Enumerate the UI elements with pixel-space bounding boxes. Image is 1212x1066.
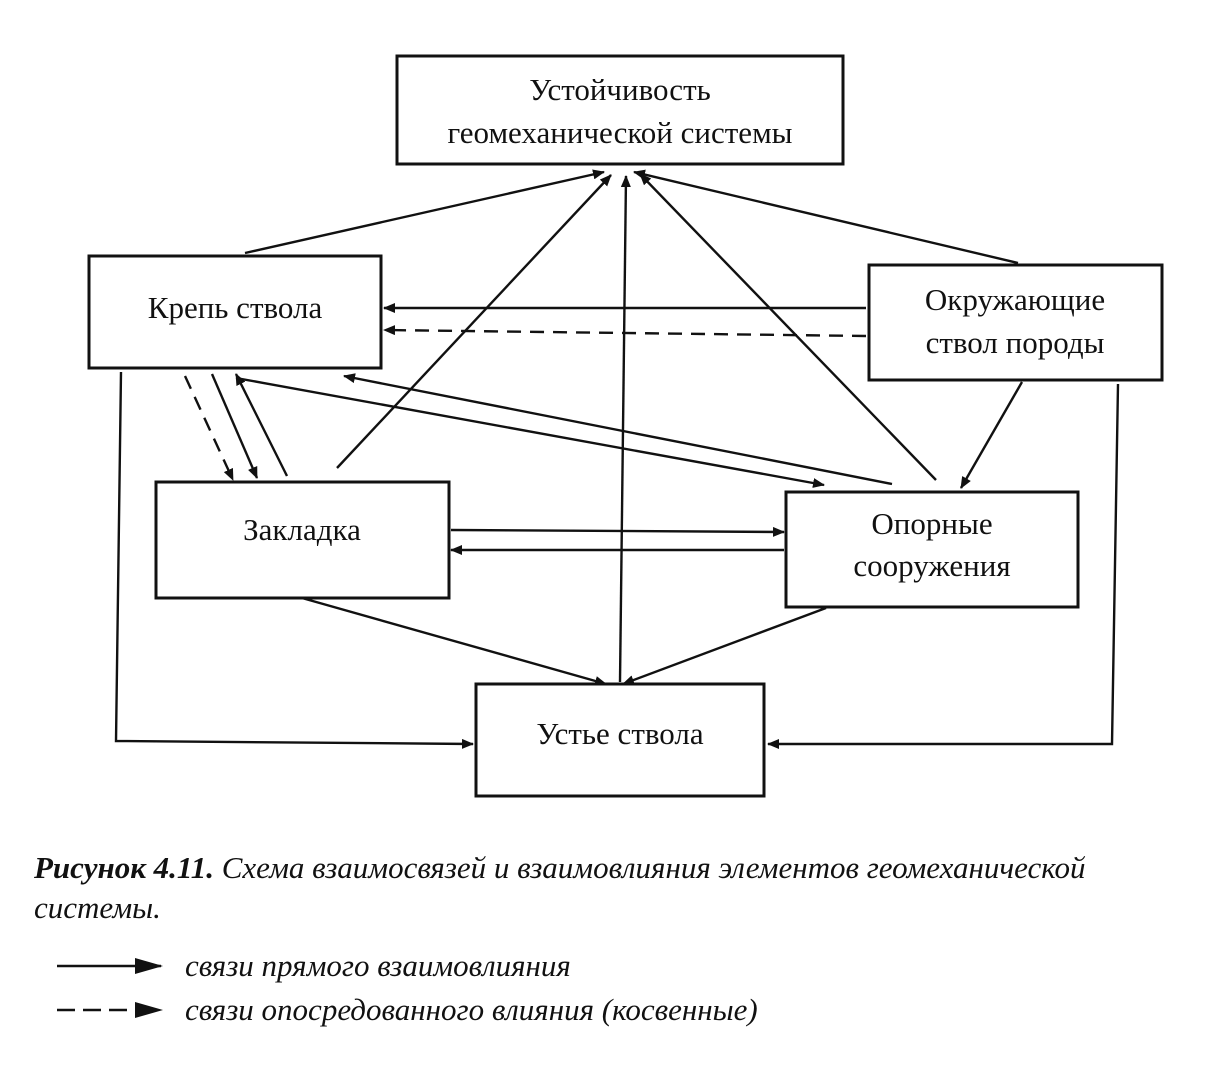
node-backfill-line-1: Закладка (243, 512, 361, 547)
arrow-supports-to-collar (622, 606, 827, 686)
node-collar-line-1: Устье ствола (536, 716, 703, 751)
arrow-backfill-to-stability (336, 174, 612, 469)
arrow-rocks-to-collar (767, 383, 1120, 749)
scheme-diagram: Устойчивость геомеханической системы Кре… (87, 54, 1164, 798)
figure-caption-text: Схема взаимосвязей и взаимовлияния элеме… (34, 850, 1086, 925)
node-lining: Крепь ствола (87, 254, 383, 370)
arrow-rocks-to-supports (959, 381, 1024, 489)
legend-dashed-label: связи опосредованного влияния (косвенные… (185, 992, 758, 1027)
arrow-rocks-to-lining-dashed (383, 325, 867, 338)
node-rocks-line-1: Окружающие (925, 282, 1105, 317)
node-collar: Устье ствола (474, 682, 766, 798)
arrow-rocks-to-stability (633, 169, 1019, 265)
node-stability: Устойчивость геомеханической системы (395, 54, 845, 166)
figure-caption: Рисунок 4.11. Схема взаимосвязей и взаим… (34, 848, 1184, 928)
node-stability-line-1: Устойчивость (529, 72, 711, 107)
arrow-backfill-to-supports (450, 526, 785, 537)
arrow-backfill-to-lining (234, 373, 289, 477)
legend-solid-label: связи прямого взаимовлияния (185, 948, 571, 983)
arrow-supports-to-stability (639, 173, 937, 481)
legend-item-solid: связи прямого взаимовлияния (55, 948, 955, 988)
arrow-lining-to-collar (114, 371, 474, 749)
node-supports-line-1: Опорные (871, 506, 992, 541)
arrow-lining-to-stability (244, 169, 605, 255)
node-backfill: Закладка (154, 480, 451, 600)
figure-number: Рисунок 4.11. (34, 850, 214, 885)
legend-solid-arrow-icon (57, 958, 163, 974)
node-rocks-line-2: ствол породы (926, 325, 1105, 360)
legend-item-dashed: связи опосредованного влияния (косвенные… (55, 992, 955, 1032)
legend-dashed-arrow-icon (57, 1002, 163, 1018)
node-supports-line-2: сооружения (853, 548, 1010, 583)
node-stability-line-2: геомеханической системы (447, 115, 792, 150)
arrow-backfill-to-collar (301, 596, 607, 686)
node-rocks: Окружающие ствол породы (867, 263, 1164, 382)
node-lining-line-1: Крепь ствола (148, 290, 323, 325)
arrow-lining-to-backfill (210, 373, 259, 479)
arrow-supports-to-lining (343, 373, 893, 486)
arrow-collar-to-stability (618, 175, 631, 683)
arrow-lining-to-supports (235, 376, 825, 488)
arrow-lining-to-backfill-dashed (183, 375, 235, 481)
node-supports: Опорные сооружения (784, 490, 1080, 609)
